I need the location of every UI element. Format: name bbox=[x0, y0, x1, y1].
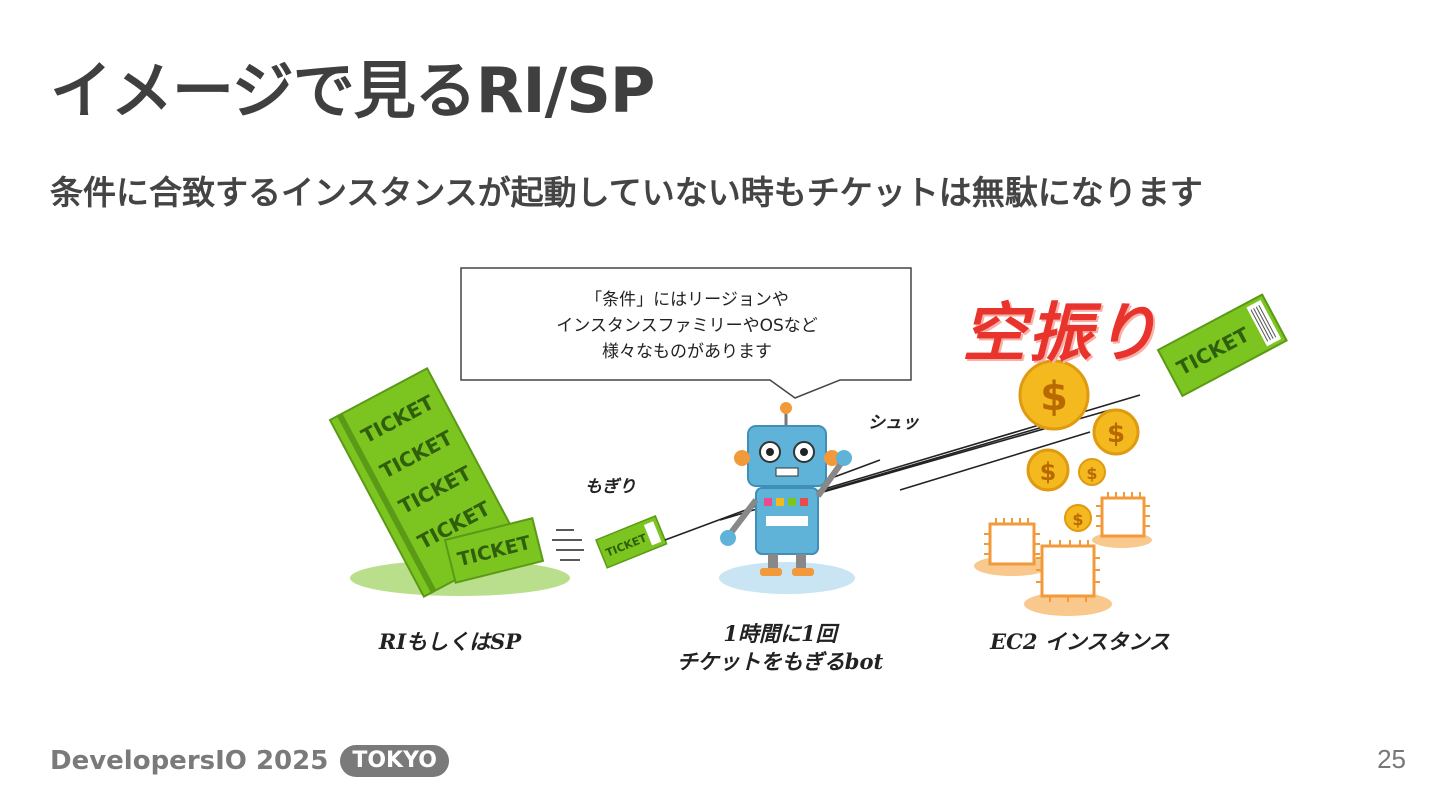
coin-icon-2: $ bbox=[1092, 408, 1140, 456]
callout-line-2: インスタンスファミリーやOSなど bbox=[556, 316, 818, 336]
motion-lines-icon bbox=[552, 529, 584, 561]
callout-line-3: 様々なものがあります bbox=[602, 342, 772, 362]
caption-bot-line-1: 1時間に1回 bbox=[723, 621, 837, 646]
caption-bot: 1時間に1回 チケットをもぎるbot bbox=[650, 620, 910, 676]
shu-label: シュッ bbox=[868, 413, 919, 433]
coin-icon-large: $ bbox=[1018, 359, 1090, 431]
karaburi-label: 空振り bbox=[962, 296, 1160, 371]
robot-shadow bbox=[719, 562, 855, 594]
callout-text: 「条件」にはリージョンや インスタンスファミリーやOSなど 様々なものがあります bbox=[462, 287, 912, 365]
chip-icon-2 bbox=[984, 518, 1040, 566]
svg-text:$: $ bbox=[1072, 510, 1083, 529]
slide-title: イメージで見るRI/SP bbox=[50, 54, 655, 127]
svg-text:$: $ bbox=[1107, 419, 1125, 449]
caption-bot-line-2: チケットをもぎるbot bbox=[676, 649, 884, 674]
footer-brand-text: DevelopersIO 2025 bbox=[50, 746, 329, 776]
mogiri-label: もぎり bbox=[585, 477, 636, 497]
caption-ri-sp: RIもしくはSP bbox=[378, 629, 522, 654]
torn-ticket-icon: TICKET bbox=[595, 515, 668, 569]
robot-icon bbox=[720, 402, 852, 576]
svg-text:$: $ bbox=[1040, 374, 1068, 420]
coin-icon-5: $ bbox=[1064, 504, 1092, 532]
callout-line-1: 「条件」にはリージョンや bbox=[585, 290, 789, 310]
footer-brand: DevelopersIO 2025 TOKYO bbox=[50, 745, 449, 777]
svg-text:$: $ bbox=[1040, 458, 1057, 486]
coin-icon-4: $ bbox=[1078, 458, 1106, 486]
footer-badge: TOKYO bbox=[340, 745, 449, 777]
caption-ec2: EC2 インスタンス bbox=[990, 629, 1170, 654]
svg-text:$: $ bbox=[1086, 464, 1097, 483]
chip-icon-3 bbox=[1036, 540, 1100, 602]
ticket-bottom-icon: TICKET bbox=[443, 517, 545, 584]
slide-subtitle: 条件に合致するインスタンスが起動していない時もチケットは無駄になります bbox=[50, 173, 1203, 212]
chip-icon-1 bbox=[1096, 492, 1150, 538]
coin-icon-3: $ bbox=[1026, 448, 1070, 492]
page-number: 25 bbox=[1377, 744, 1406, 774]
flying-ticket-icon: TICKET bbox=[1156, 293, 1288, 398]
